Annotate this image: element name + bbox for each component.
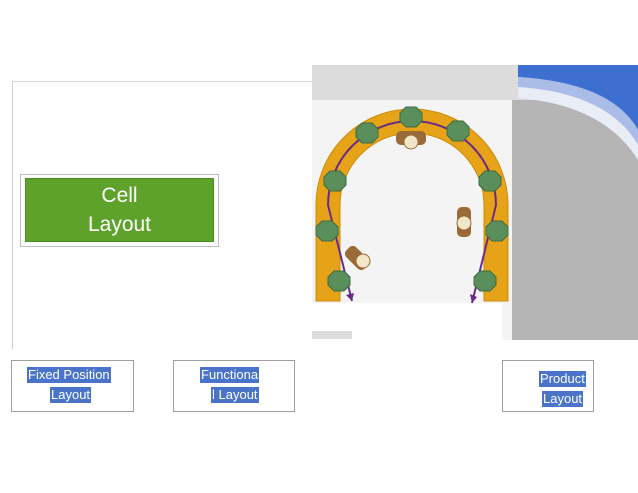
product-layout-label-line1: Product [539, 371, 586, 387]
worker-icon [344, 245, 371, 271]
illustration-wall [512, 100, 638, 340]
cell-layout-title-line2: Layout [87, 213, 152, 236]
u-shaped-cell-illustration [312, 65, 638, 340]
machine-icon [355, 122, 379, 144]
floor-marker [312, 331, 352, 339]
fixed-position-layout-button[interactable]: Fixed Position Layout [11, 360, 134, 412]
flow-arrow-icon [346, 293, 354, 301]
machine-icon [473, 270, 497, 292]
worker-icon [396, 131, 426, 150]
functional-layout-button[interactable]: Functiona l Layout [173, 360, 295, 412]
corner-stripe-icon [518, 77, 638, 145]
fixed-position-layout-label-line2: Layout [50, 387, 92, 403]
flow-arrow-icon [470, 294, 477, 303]
slide-frame-top [12, 81, 312, 82]
cell-layout-title-line1: Cell [101, 184, 138, 207]
functional-layout-label-line1: Functiona [200, 367, 260, 383]
machine-icon [478, 170, 502, 192]
machine-icon [315, 220, 339, 242]
machine-icon [485, 220, 509, 242]
worker-icon [456, 207, 472, 237]
machine-icon [446, 120, 470, 142]
product-layout-label-line2: Layout [542, 391, 584, 407]
fixed-position-layout-label-line1: Fixed Position [27, 367, 111, 383]
corner-light-icon [518, 87, 638, 160]
machine-icon [399, 106, 423, 128]
functional-layout-label-line2: l Layout [211, 387, 259, 403]
cell-layout-title[interactable]: Cell Layout [25, 178, 214, 242]
slide-frame-left [12, 81, 13, 349]
machine-icon [323, 170, 347, 192]
machine-icon [327, 270, 351, 292]
product-layout-button[interactable]: Product Layout [502, 360, 594, 412]
corner-blue-icon [518, 65, 638, 130]
